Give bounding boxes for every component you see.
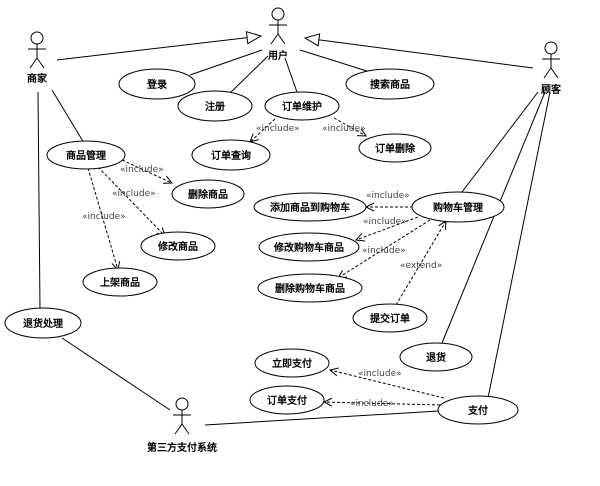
include-modify-cart-product xyxy=(356,216,419,240)
use-case-order-maintain-label: 订单维护 xyxy=(282,100,322,113)
use-case-search-product[interactable]: 搜索商品 xyxy=(345,68,435,100)
use-case-order-pay[interactable]: 订单支付 xyxy=(249,385,325,415)
use-case-submit-order[interactable]: 提交订单 xyxy=(352,303,428,333)
use-case-register[interactable]: 注册 xyxy=(177,90,253,122)
use-case-product-manage-label: 商品管理 xyxy=(66,149,106,162)
use-case-return-goods-label: 退货 xyxy=(426,351,446,364)
label-extend-submit-order: «extend» xyxy=(400,261,442,271)
actor-merchant-label: 商家 xyxy=(27,72,48,85)
include-delete-product xyxy=(121,159,172,183)
use-case-register-label: 注册 xyxy=(205,100,225,113)
assoc-customer-pay xyxy=(487,91,551,399)
actor-customer-label: 顾客 xyxy=(541,83,562,96)
extend-submit-order xyxy=(395,221,446,306)
assoc-merchant-product-manage xyxy=(51,89,85,144)
actor-customer-icon xyxy=(542,41,560,79)
assoc-user-order-maintain xyxy=(284,57,299,96)
label-include-order-pay: «include» xyxy=(350,399,394,409)
actor-payment-system-label: 第三方支付系统 xyxy=(147,441,217,454)
use-case-order-pay-label: 订单支付 xyxy=(267,394,307,407)
assoc-merchant-return-handle xyxy=(37,91,41,311)
use-case-order-delete-label: 订单删除 xyxy=(375,142,416,155)
use-case-return-handle[interactable]: 退货处理 xyxy=(4,307,82,339)
dependencies xyxy=(87,117,446,405)
use-case-order-delete[interactable]: 订单删除 xyxy=(358,133,432,163)
label-include-list-product: «include» xyxy=(82,212,126,222)
label-include-add-to-cart: «include» xyxy=(366,191,410,201)
label-include-delete-product: «include» xyxy=(120,165,164,175)
use-case-return-goods[interactable]: 退货 xyxy=(399,342,473,372)
stereotype-labels: «include» «include» «include» «include» … xyxy=(82,124,442,409)
label-include-pay-now: «include» xyxy=(358,369,402,379)
use-case-delete-product-label: 删除商品 xyxy=(188,188,228,201)
use-case-list-product-label: 上架商品 xyxy=(100,276,140,289)
use-case-return-handle-label: 退货处理 xyxy=(23,317,63,330)
actors: 商家 用户 顾客 xyxy=(27,7,562,454)
use-case-login[interactable]: 登录 xyxy=(118,68,196,100)
use-case-add-to-cart-label: 添加商品到购物车 xyxy=(270,201,350,214)
include-order-delete xyxy=(333,117,366,136)
use-case-modify-cart-product[interactable]: 修改购物车商品 xyxy=(258,232,360,262)
use-case-add-to-cart[interactable]: 添加商品到购物车 xyxy=(253,192,367,222)
include-order-pay xyxy=(324,402,441,405)
use-case-list-product[interactable]: 上架商品 xyxy=(82,267,158,297)
use-case-modify-cart-product-label: 修改购物车商品 xyxy=(273,241,344,254)
generalizations xyxy=(56,36,534,69)
use-case-product-manage[interactable]: 商品管理 xyxy=(46,140,126,170)
actor-customer[interactable]: 顾客 xyxy=(541,41,562,96)
use-case-delete-cart-product-label: 删除购物车商品 xyxy=(275,282,345,295)
use-case-order-maintain[interactable]: 订单维护 xyxy=(264,91,340,121)
generalization-merchant-user xyxy=(56,36,261,61)
use-case-modify-product-label: 修改商品 xyxy=(157,240,198,253)
use-case-submit-order-label: 提交订单 xyxy=(370,312,410,325)
label-include-modify-cart-product: «include» xyxy=(363,217,407,227)
actor-merchant-icon xyxy=(28,31,46,69)
include-pay-now xyxy=(330,370,445,399)
include-delete-cart-product xyxy=(338,219,431,278)
actor-user-icon xyxy=(269,7,287,45)
use-case-delete-cart-product[interactable]: 删除购物车商品 xyxy=(257,273,363,303)
use-case-cart-manage-label: 购物车管理 xyxy=(433,201,483,214)
use-case-pay-label: 支付 xyxy=(467,404,488,417)
use-case-order-query[interactable]: 订单查询 xyxy=(191,139,271,171)
label-include-delete-cart-product: «include» xyxy=(362,246,406,256)
actor-user[interactable]: 用户 xyxy=(267,7,288,62)
include-order-query xyxy=(250,118,276,142)
assoc-user-login xyxy=(189,49,263,76)
use-case-order-query-label: 订单查询 xyxy=(211,149,251,162)
assoc-user-register xyxy=(227,55,269,96)
actor-user-label: 用户 xyxy=(267,49,288,62)
use-case-login-label: 登录 xyxy=(146,78,167,91)
include-list-product xyxy=(87,167,118,270)
label-include-order-query: «include» xyxy=(256,124,300,134)
assoc-customer-cart xyxy=(461,91,539,193)
use-case-modify-product[interactable]: 修改商品 xyxy=(140,231,216,261)
associations xyxy=(37,49,551,426)
use-case-pay[interactable]: 支付 xyxy=(437,395,519,425)
use-cases: 登录 注册 订单维护 搜索商品 订单查询 订单删除 商品管理 删除商品 xyxy=(4,68,519,425)
use-case-pay-now[interactable]: 立即支付 xyxy=(254,348,330,378)
assoc-customer-return xyxy=(441,91,546,344)
assoc-paysys-pay xyxy=(204,409,456,426)
use-case-cart-manage[interactable]: 购物车管理 xyxy=(411,191,505,223)
generalization-customer-user xyxy=(305,38,534,69)
label-include-order-delete: «include» xyxy=(322,124,366,134)
assoc-return-handle-paysys xyxy=(61,337,171,411)
actor-merchant[interactable]: 商家 xyxy=(27,31,48,85)
include-modify-product xyxy=(97,166,165,236)
use-case-pay-now-label: 立即支付 xyxy=(272,357,312,370)
actor-payment-system[interactable]: 第三方支付系统 xyxy=(147,397,217,454)
actor-payment-system-icon xyxy=(173,397,191,435)
label-include-modify-product: «include» xyxy=(112,189,156,199)
assoc-user-search xyxy=(299,49,371,73)
use-case-search-product-label: 搜索商品 xyxy=(370,78,410,91)
use-case-delete-product[interactable]: 删除商品 xyxy=(171,179,245,209)
